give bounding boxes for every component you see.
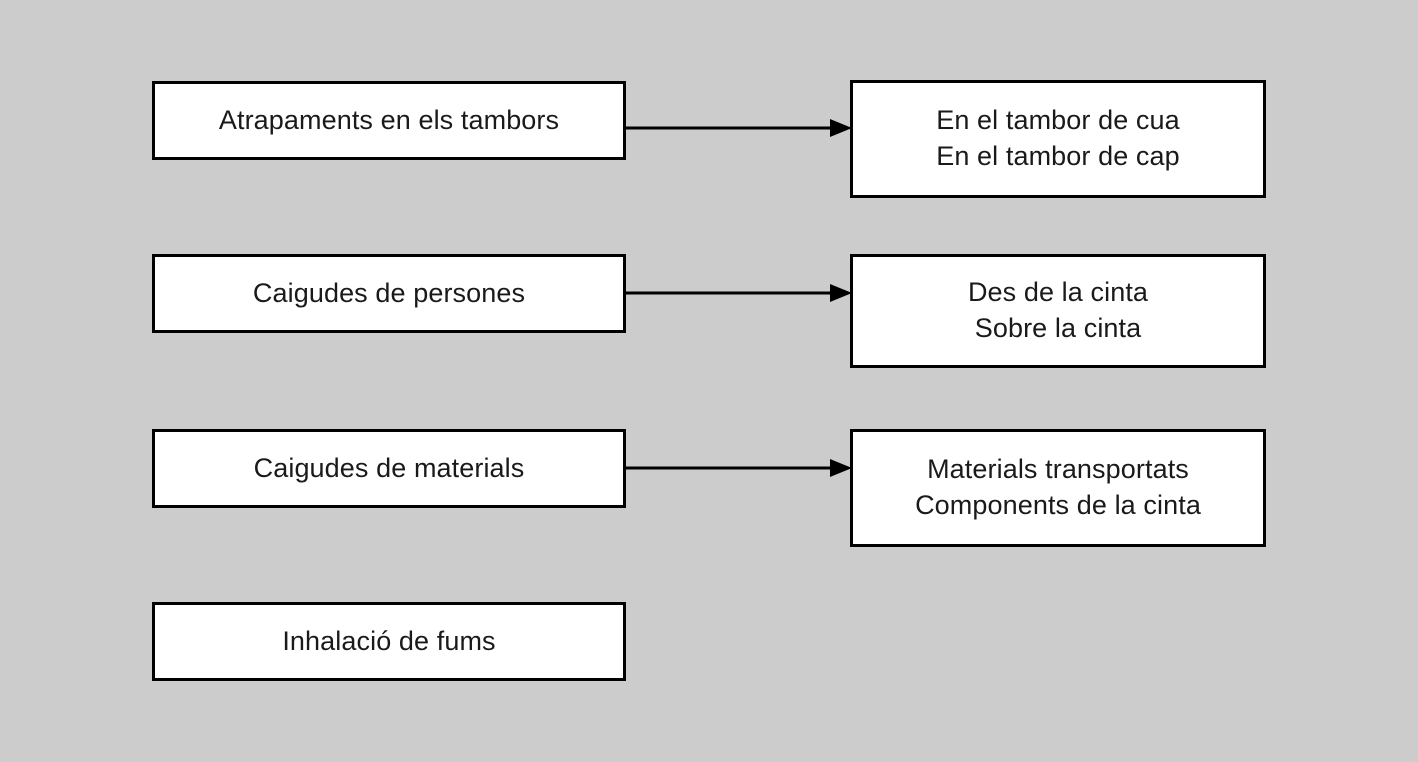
detail-box-1-line-2: En el tambor de cap <box>936 141 1180 171</box>
cause-box-3-line-1: Caigudes de materials <box>253 452 525 483</box>
arrow-right-icon <box>626 119 852 137</box>
cause-box-2-line-1: Caigudes de persones <box>252 277 526 308</box>
cause-box-3[interactable]: Caigudes de materials <box>152 429 626 508</box>
detail-box-3-line-1: Materials transportats <box>927 454 1189 485</box>
cause-box-2[interactable]: Caigudes de persones <box>152 254 626 333</box>
arrow-connector-2 <box>626 280 852 306</box>
cause-box-1[interactable]: Atrapaments en els tambors <box>152 81 626 160</box>
arrow-right-icon <box>626 284 852 302</box>
cause-box-4-line-1: Inhalació de fums <box>282 625 496 656</box>
detail-box-2-line-1: Des de la cinta <box>967 277 1149 308</box>
arrow-connector-3 <box>626 455 852 481</box>
arrow-right-icon <box>626 459 852 477</box>
detail-box-1-line-1: En el tambor de cua <box>936 105 1180 136</box>
detail-box-2[interactable]: Des de la cinta Sobre la cinta <box>850 254 1266 368</box>
arrow-connector-1 <box>626 115 852 141</box>
detail-box-1[interactable]: En el tambor de cua En el tambor de cap <box>850 80 1266 198</box>
cause-box-4[interactable]: Inhalació de fums <box>152 602 626 681</box>
detail-box-3-line-2: Components de la cinta <box>915 490 1201 520</box>
detail-box-3[interactable]: Materials transportats Components de la … <box>850 429 1266 547</box>
detail-box-2-line-2: Sobre la cinta <box>974 313 1142 343</box>
cause-box-1-line-1: Atrapaments en els tambors <box>218 104 560 135</box>
